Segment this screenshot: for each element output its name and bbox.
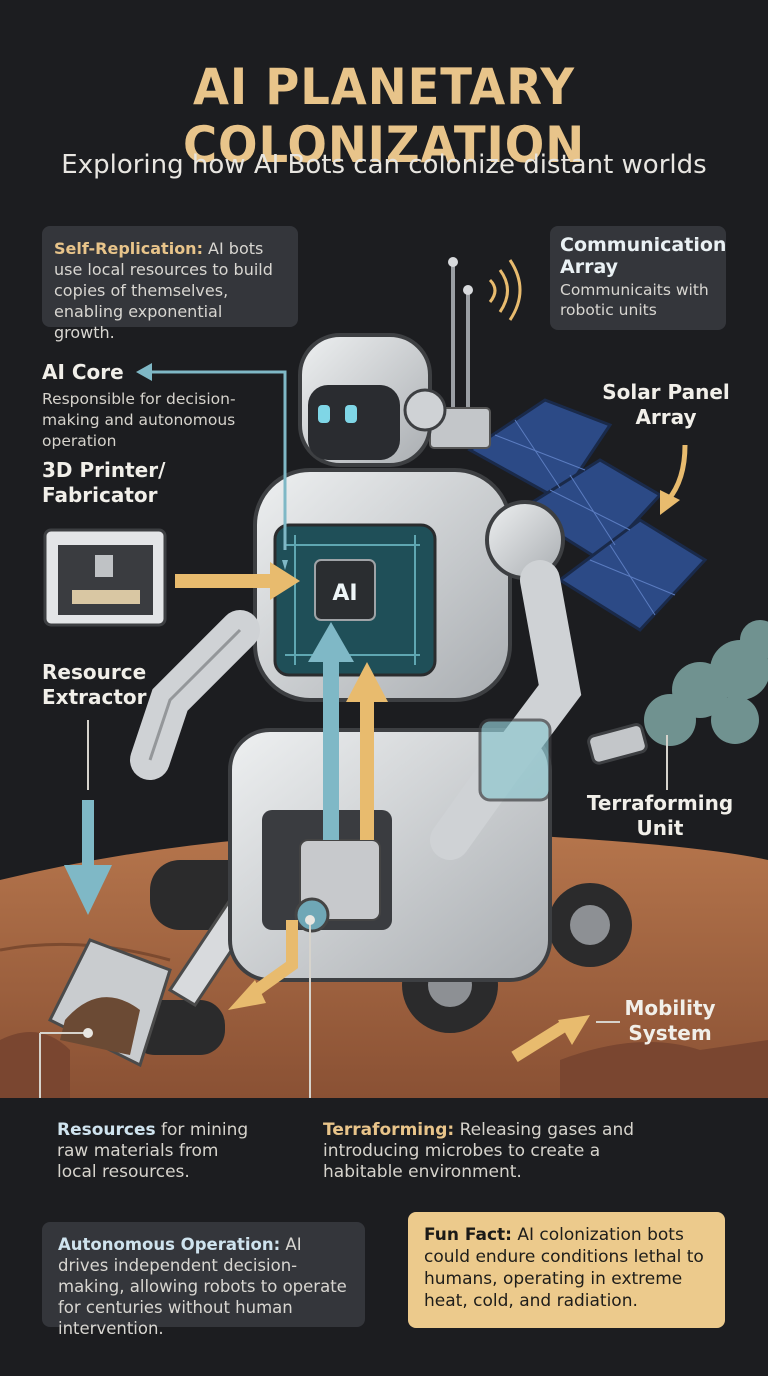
- arrow-up-gold: [346, 662, 388, 840]
- arrow-solar: [660, 444, 688, 515]
- self-replication-callout: Self-Replication: AI bots use local reso…: [42, 226, 298, 342]
- page-title: AI PLANETARY COLONIZATION: [182, 58, 586, 174]
- terraforming-text: Releasing gases and introducing microbes…: [323, 1120, 635, 1182]
- arrow-down-gold: [228, 920, 298, 1010]
- ai-core-title: AI Core: [42, 360, 124, 384]
- communication-array-title: Communication Array: [560, 234, 727, 278]
- resources-text: for mining raw materials from local reso…: [57, 1120, 249, 1182]
- ai-chip-label: AI: [332, 581, 357, 606]
- fun-fact-text: AI colonization bots could endure condit…: [424, 1225, 704, 1311]
- ai-chip: [314, 559, 376, 621]
- resources-label: Resources: [57, 1120, 156, 1140]
- self-replication-label: Self-Replication:: [54, 239, 203, 258]
- terraforming-note: Terraforming: Releasing gases and introd…: [323, 1120, 658, 1183]
- terraforming-label: Terraforming:: [323, 1120, 455, 1140]
- arrow-ai-core: [150, 370, 287, 550]
- arrow-mobility: [511, 1015, 620, 1062]
- ai-core-text: Responsible for decision-making and auto…: [42, 390, 236, 450]
- autonomous-operation-callout: Autonomous Operation: AI drives independ…: [42, 1222, 365, 1338]
- fun-fact-callout: Fun Fact: AI colonization bots could end…: [408, 1212, 725, 1328]
- page-subtitle: Exploring how AI Bots can colonize dista…: [61, 150, 707, 180]
- arrow-printer: [175, 562, 300, 600]
- arrow-up-blue: [308, 622, 354, 840]
- mobility-system-title: Mobility System: [624, 996, 716, 1045]
- communication-antenna: [429, 257, 522, 449]
- terraforming-unit-title: Terraforming Unit: [586, 791, 734, 840]
- communication-array-callout: Communication Array Communicaits with ro…: [550, 226, 726, 330]
- autonomous-label: Autonomous Operation:: [58, 1235, 281, 1254]
- self-replication-text: AI bots use local resources to build cop…: [54, 239, 273, 342]
- solar-panel-array-title: Solar Panel Array: [602, 380, 730, 429]
- autonomous-text: AI drives independent decision-making, a…: [58, 1235, 347, 1338]
- gas-cloud: [644, 620, 768, 746]
- communication-array-text: Communicaits with robotic units: [560, 281, 709, 319]
- arrow-resource-down: [64, 720, 112, 915]
- 3d-printer-title: 3D Printer/ Fabricator: [42, 458, 166, 507]
- resource-extractor-title: Resource Extractor: [42, 660, 147, 709]
- 3d-printer-icon: [43, 528, 167, 627]
- resources-note: Resources for mining raw materials from …: [57, 1120, 257, 1183]
- terraforming-nozzle: [587, 723, 648, 765]
- fun-fact-label: Fun Fact:: [424, 1225, 512, 1245]
